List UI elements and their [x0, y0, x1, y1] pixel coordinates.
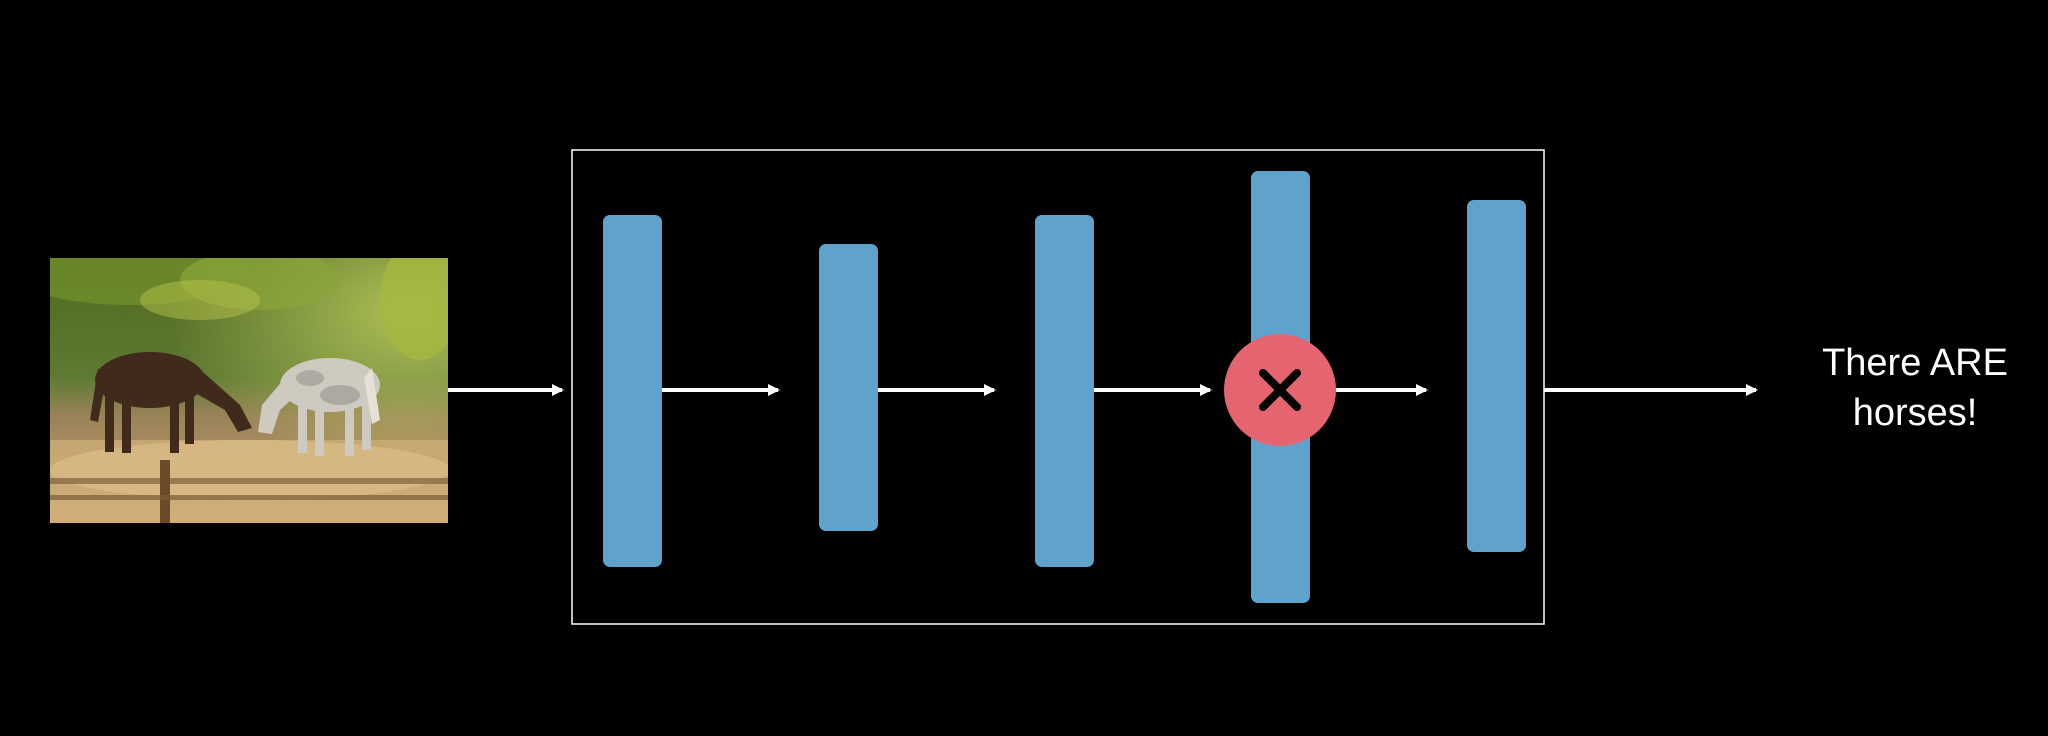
- dropout-marker: [1224, 334, 1336, 446]
- layer-5: [1467, 200, 1526, 552]
- output-line-1: There ARE: [1780, 338, 2048, 388]
- output-line-2: horses!: [1780, 388, 2048, 438]
- layer-2: [819, 244, 878, 531]
- horses-photo: [10, 235, 460, 523]
- layer-3: [1035, 215, 1094, 567]
- output-label: There ARE horses!: [1780, 338, 2048, 438]
- layer-1: [603, 215, 662, 567]
